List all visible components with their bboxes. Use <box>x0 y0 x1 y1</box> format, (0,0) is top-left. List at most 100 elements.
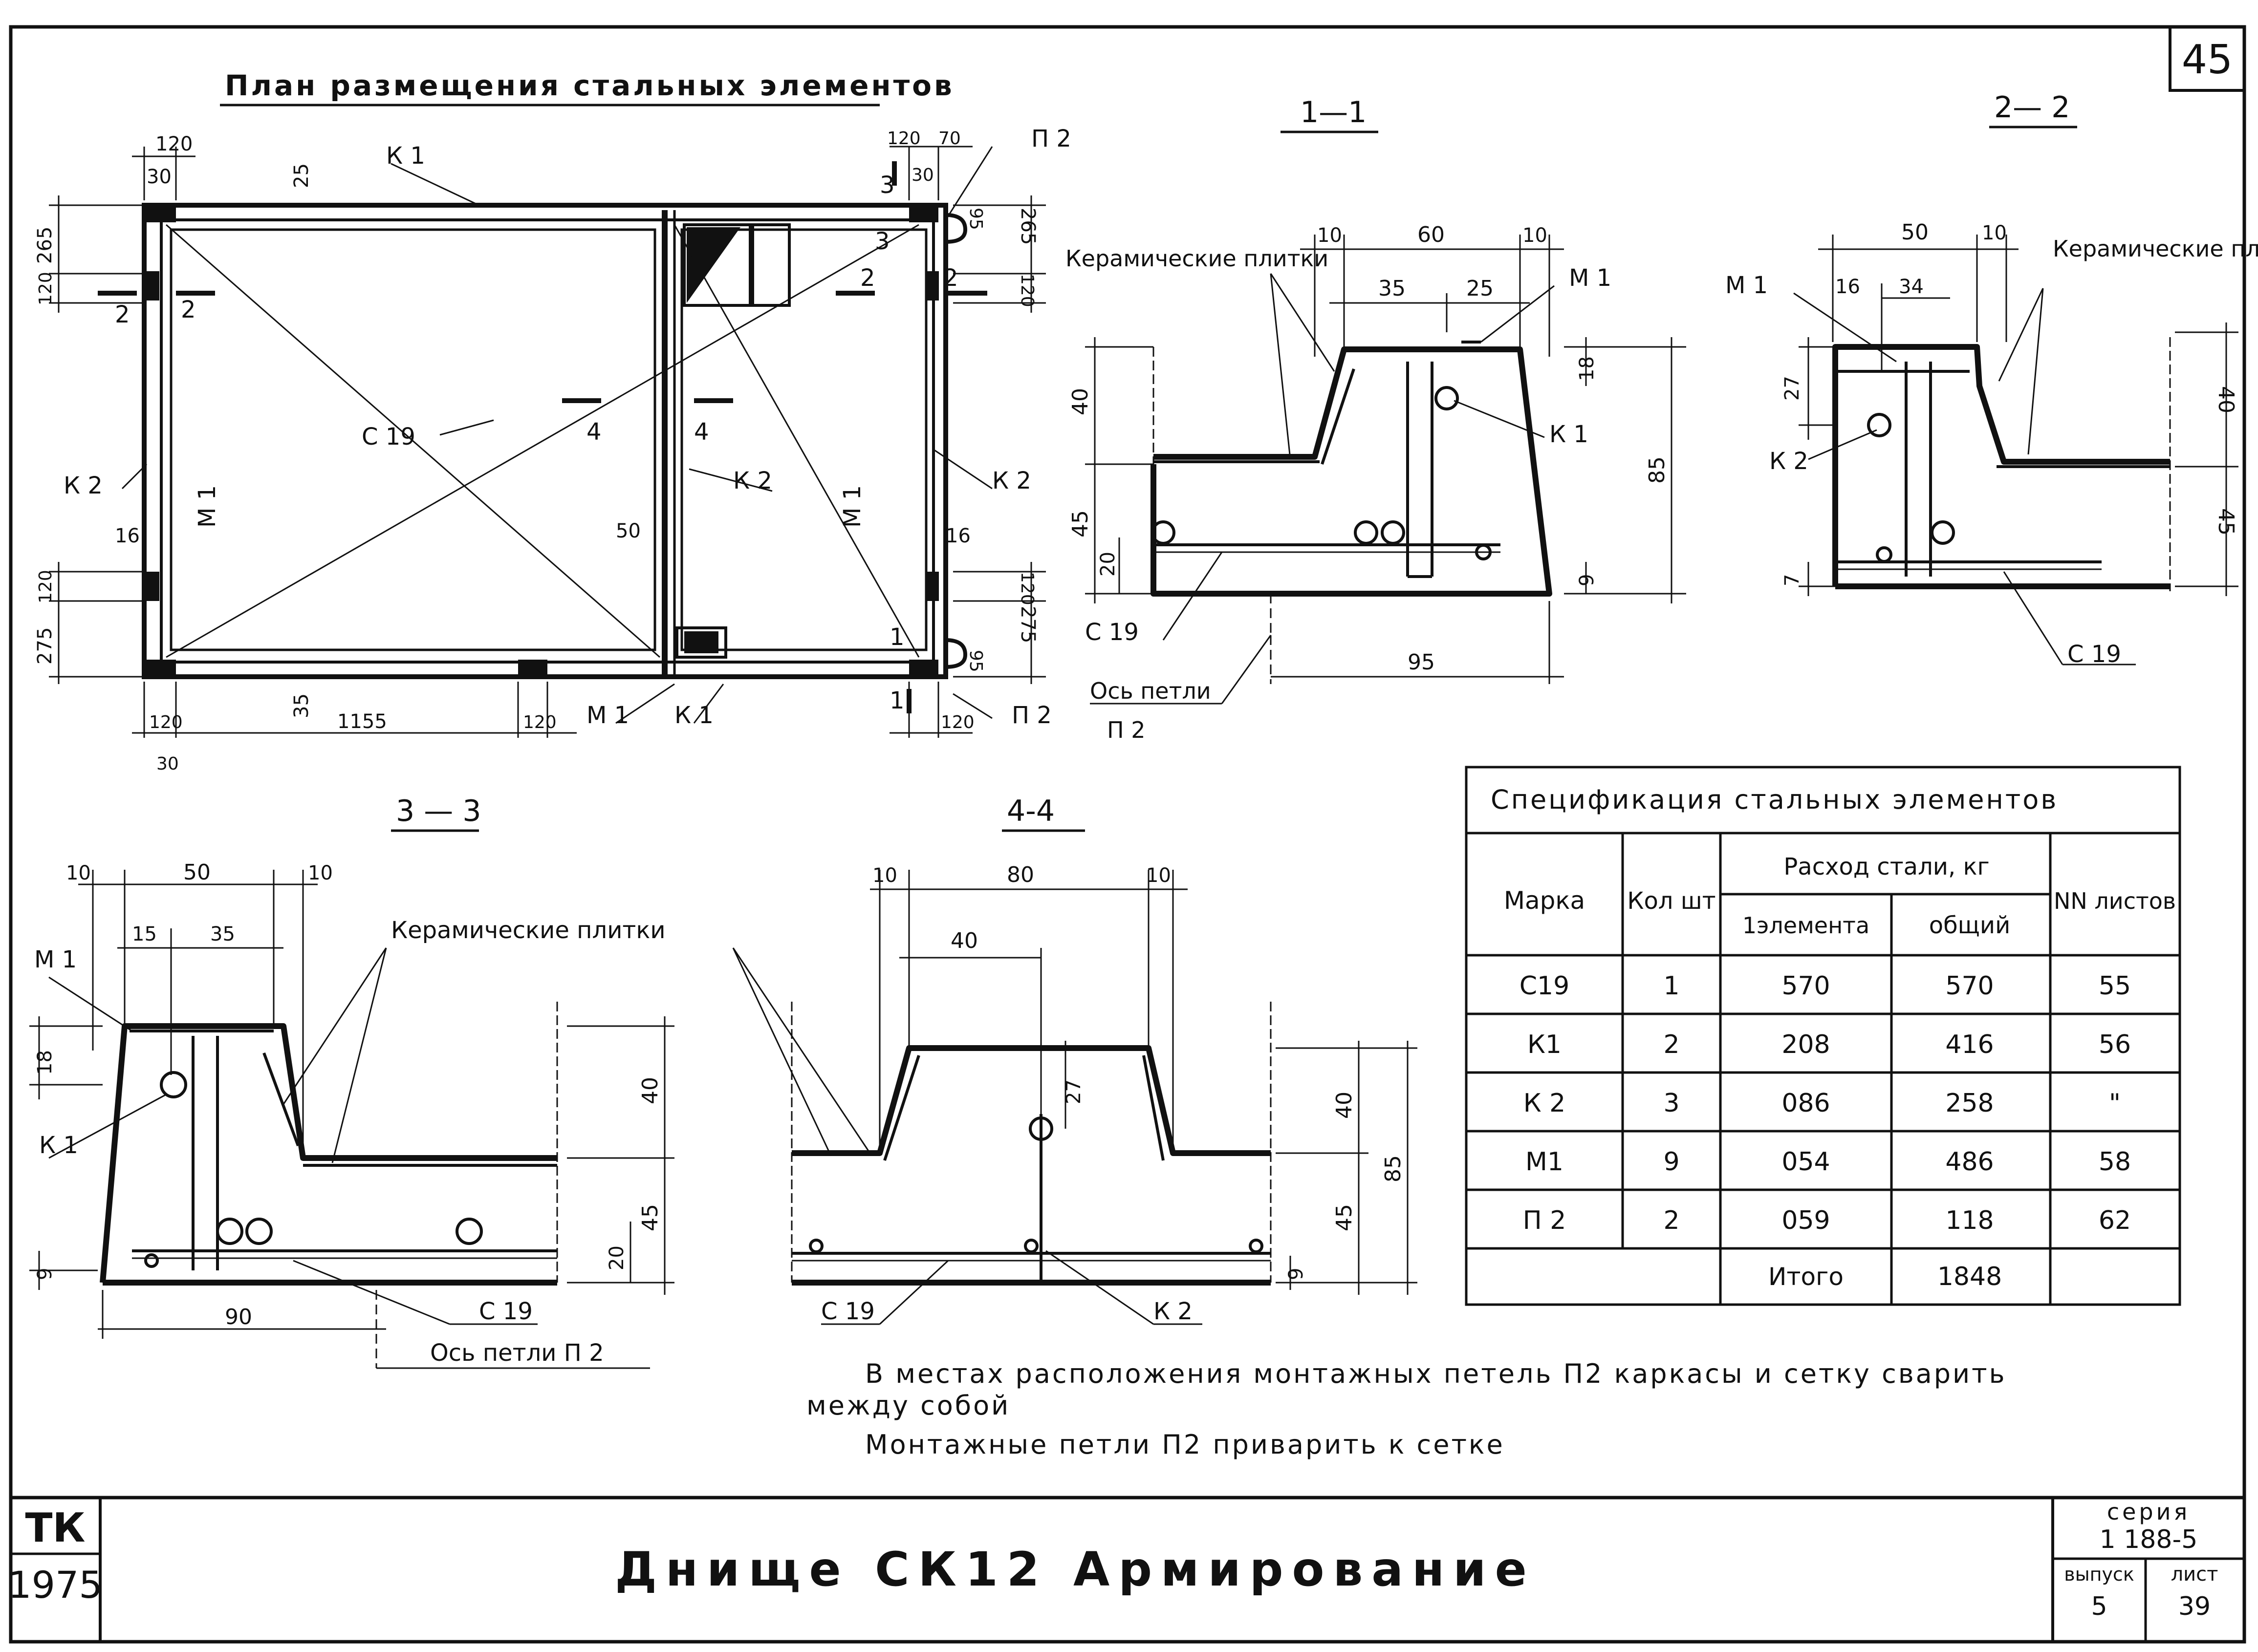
spec-row-5-qty: 2 <box>1663 1206 1679 1235</box>
s44-d10b: 10 <box>1146 864 1171 887</box>
spec-total-label: Итого <box>1768 1263 1844 1291</box>
s22-d7: 7 <box>1781 574 1803 586</box>
s44-d80: 80 <box>1007 862 1034 887</box>
section-1-1: 1—1 <box>1065 95 1686 743</box>
label-k2-right: К 2 <box>992 467 1031 494</box>
spec-table: Спецификация стальных элементов Марка Ко… <box>1465 766 2181 1306</box>
dim-50: 50 <box>616 520 641 542</box>
label-p2-top: П 2 <box>1031 125 1071 152</box>
section-3-3: 3 — 3 <box>29 794 674 1369</box>
spec-title: Спецификация стальных элементов <box>1491 784 2058 815</box>
table-row: К1 2 208 416 56 <box>1527 1030 2131 1059</box>
s22-d16: 16 <box>1835 276 1860 298</box>
s33-d15: 15 <box>132 923 157 945</box>
s22-d34: 34 <box>1899 276 1924 298</box>
section-2-2: 2— 2 Керамические плитки <box>1725 90 2258 668</box>
label-m1-bottom: М 1 <box>586 702 629 729</box>
label-sec3-b: 3 <box>875 228 890 255</box>
s11-d25: 25 <box>1466 276 1494 301</box>
spec-row-1-mark: С19 <box>1520 971 1569 1001</box>
label-m1-right: М 1 <box>839 485 866 528</box>
title-block: ТК 1975 Днище СК12 Армирование серия 1 1… <box>8 1499 2218 1621</box>
dim-30b: 30 <box>156 754 179 774</box>
s44-d9: 9 <box>1285 1268 1307 1280</box>
dim-275b: 275 <box>1017 606 1039 643</box>
slab-outline <box>142 203 948 679</box>
label-k1-top: К 1 <box>386 142 425 170</box>
table-row: С19 1 570 570 55 <box>1520 971 2131 1001</box>
dim-120f: 120 <box>887 129 921 149</box>
s11-d85: 85 <box>1645 456 1670 484</box>
title-year: 1975 <box>8 1563 102 1607</box>
s22-d40: 40 <box>2214 386 2238 413</box>
label-sec2-right: 2 <box>860 264 875 292</box>
s11-k1: К 1 <box>1549 421 1588 448</box>
s11-d18: 18 <box>1576 356 1598 381</box>
dim-95a: 95 <box>966 208 986 230</box>
s33-d10b: 10 <box>308 862 333 884</box>
s22-m1: М 1 <box>1725 272 1768 299</box>
s22-d10: 10 <box>1982 222 2007 244</box>
s33-d45: 45 <box>638 1204 663 1231</box>
spec-col-qty: Кол шт <box>1627 887 1715 915</box>
dim-1155: 1155 <box>337 710 387 733</box>
dim-120i: 120 <box>941 712 975 732</box>
spec-col-per-element: 1элемента <box>1742 912 1869 939</box>
s22-d27: 27 <box>1781 376 1803 401</box>
s44-c19: С 19 <box>821 1298 875 1325</box>
s11-d20: 20 <box>1097 552 1119 577</box>
label-m1-left: М 1 <box>194 485 221 528</box>
sheet-frame <box>9 25 2246 1644</box>
s11-tiles: Керамические плитки <box>1065 245 1328 272</box>
label-sec2-right-b: 2 <box>943 264 958 292</box>
dim-275a: 275 <box>34 627 56 665</box>
spec-row-2-sheets: 56 <box>2099 1030 2131 1059</box>
title-sheet-label: лист <box>2171 1563 2218 1586</box>
spec-row-4-sheets: 58 <box>2099 1147 2131 1177</box>
dim-95b: 95 <box>966 650 986 672</box>
spec-row-2-total: 416 <box>1945 1030 1994 1059</box>
label-sec4-left: 4 <box>586 418 602 446</box>
s33-d9: 9 <box>34 1268 56 1280</box>
s33-m1: М 1 <box>34 946 77 973</box>
s11-c19: С 19 <box>1085 619 1139 646</box>
spec-row-2-mark: К1 <box>1527 1030 1562 1059</box>
section-2-2-title: 2— 2 <box>1994 90 2070 125</box>
s22-d45: 45 <box>2214 508 2238 536</box>
note-line-1: В местах расположения монтажных петель П… <box>865 1358 2006 1389</box>
s44-d85: 85 <box>1381 1155 1406 1182</box>
title-series-label: серия <box>2107 1499 2190 1525</box>
s44-d40b: 40 <box>1332 1092 1357 1119</box>
label-sec4-right: 4 <box>694 418 709 446</box>
section-4-4-title: 4-4 <box>1007 794 1055 828</box>
s33-tiles: Керамические плитки <box>391 917 666 944</box>
notes: В местах расположения монтажных петель П… <box>806 1358 2006 1460</box>
s11-d10b: 10 <box>1522 224 1547 247</box>
dim-35: 35 <box>290 693 313 718</box>
spec-row-3-qty: 3 <box>1663 1089 1679 1118</box>
spec-total-value: 1848 <box>1937 1262 2002 1291</box>
table-row: К 2 3 086 258 " <box>1523 1089 2121 1118</box>
label-sec1: 1 <box>890 623 905 651</box>
s11-m1: М 1 <box>1569 264 1611 292</box>
s11-d10a: 10 <box>1317 224 1342 247</box>
section-4-4: 4-4 С 19 К 2 10 <box>732 794 1417 1325</box>
spec-row-5-mark: П 2 <box>1523 1206 1566 1235</box>
label-sec3: 3 <box>880 172 895 199</box>
plan-title: План размещения стальных элементов <box>225 69 955 102</box>
label-sec2-left: 2 <box>115 301 130 328</box>
label-sec1-b: 1 <box>890 687 905 714</box>
dim-120h: 120 <box>1017 572 1037 605</box>
s33-d40: 40 <box>638 1077 663 1104</box>
s33-d18: 18 <box>34 1050 56 1075</box>
dim-25: 25 <box>290 163 313 188</box>
s33-d35: 35 <box>210 923 235 945</box>
s22-k2: К 2 <box>1769 448 1808 475</box>
s11-d60: 60 <box>1417 222 1445 247</box>
dim-16a: 16 <box>115 525 140 547</box>
spec-row-4-qty: 9 <box>1663 1147 1679 1177</box>
spec-row-1-qty: 1 <box>1663 971 1679 1001</box>
table-row: П 2 2 059 118 62 <box>1523 1206 2131 1235</box>
spec-col-sheets: NN листов <box>2054 888 2176 914</box>
